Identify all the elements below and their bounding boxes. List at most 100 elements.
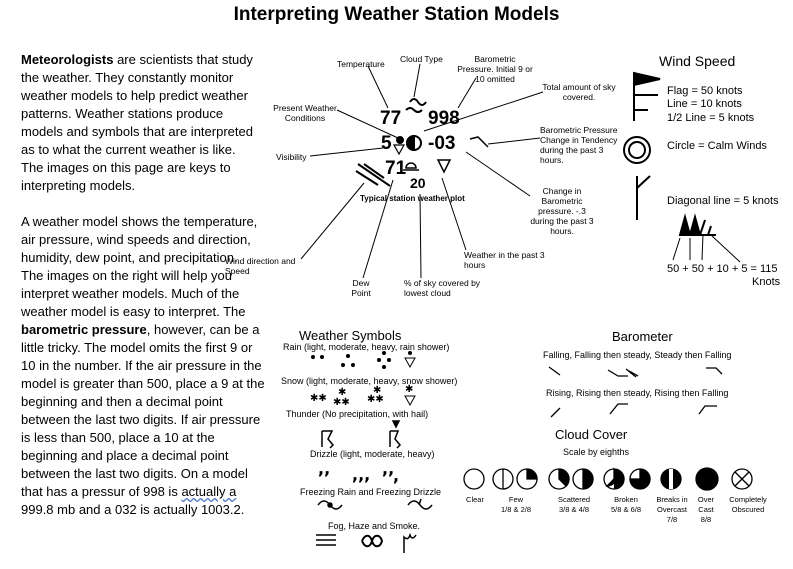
wind-barb-shaft (357, 163, 391, 187)
station-symbols (355, 98, 489, 187)
cloud-type-symbol (409, 98, 427, 106)
cloud-breaks-title: Breaks in (656, 495, 688, 504)
label-change-example: Change in Barometric pressure. -.3 durin… (530, 186, 594, 236)
cloud-obscured-sub: Obscured (731, 505, 765, 514)
cloud-breaks-sub: Overcast (656, 505, 687, 514)
pointer-wind (300, 182, 365, 260)
wind-line-label: Line = 10 knots (667, 98, 742, 110)
pointer-cloud-type (413, 63, 421, 98)
station-dewpoint: 71 (385, 158, 407, 179)
cloud-scattered-sub: 3/8 & 4/8 (558, 505, 590, 514)
label-present-weather: Present Weather Conditions (273, 103, 337, 123)
label-sky-low-cloud: % of sky covered by lowest cloud (404, 278, 481, 298)
station-tendency: -03 (428, 133, 456, 154)
cloud-overcast-title: Over (697, 495, 715, 504)
svg-text:,,: ,, (318, 459, 330, 478)
wind-flag-symbol (633, 71, 661, 87)
svg-text:✱: ✱ (338, 387, 346, 398)
past-weather-symbol (436, 159, 452, 174)
calm-circle-inner (628, 141, 646, 159)
pointer-visibility (309, 147, 384, 157)
label-dew-point: Dew Point (351, 278, 371, 298)
label-pressure-change: Barometric Pressure Change in Tendency d… (540, 125, 618, 165)
station-temperature: 77 (380, 108, 402, 129)
svg-text:,,: ,, (382, 459, 394, 478)
barometer-title: Barometer (612, 329, 673, 344)
intro-p1-tail: The images on this page are keys to inte… (21, 160, 231, 193)
rain-label: Rain (light, moderate, heavy, rain showe… (283, 342, 450, 352)
intro-p1-text: are scientists that study the weather. T… (21, 52, 253, 157)
barometer-symbols (548, 366, 723, 418)
pointer-past-weather (441, 177, 467, 251)
station-pressure: 998 (428, 108, 460, 129)
pointer-dewpoint (362, 179, 394, 279)
snow-symbols: ✱✱ ✱✱✱ ✱✱✱ ✱ (310, 384, 416, 408)
thunder-symbols (321, 420, 402, 449)
intro-p3-rest: , however, can be a little tricky. The m… (21, 322, 265, 499)
meteorologists-term: Meteorologists (21, 52, 114, 67)
label-total-sky: Total amount of sky covered. (542, 82, 616, 102)
cloud-scattered-title: Scattered (557, 495, 591, 504)
intro-paragraph-2: A weather model shows the temperature, a… (21, 214, 258, 265)
station-caption: Typical station weather plot (360, 194, 465, 203)
page-title: Interpreting Weather Station Models (233, 4, 560, 25)
pointer-change-example (465, 151, 531, 197)
label-wind-direction: Wind direction and Speed (225, 256, 296, 276)
present-weather-triangle (392, 144, 406, 156)
calm-circle-outer (623, 136, 651, 164)
intro-p3-start: The images on the right will help you in… (21, 268, 246, 319)
pointer-present-weather (336, 109, 399, 139)
cloud-clear-label: Clear (466, 495, 484, 504)
station-low-cloud: 20 (410, 175, 426, 191)
cloud-few-sub: 1/8 & 2/8 (500, 505, 532, 514)
pointer-low-cloud (419, 193, 422, 279)
svg-text:✱✱: ✱✱ (310, 393, 327, 404)
intro-paragraph-1: Meteorologists are scientists that study… (21, 51, 266, 195)
intro-text: Meteorologists are scientists that study… (21, 51, 266, 519)
freezing-label: Freezing Rain and Freezing Drizzle (300, 487, 442, 497)
fog-label: Fog, Haze and Smoke. (328, 521, 421, 531)
svg-text:,: , (393, 466, 399, 485)
label-visibility: Visibility (276, 152, 307, 162)
svg-text:,,,: ,,, (352, 465, 370, 484)
cloud-overcast-sub: Cast (698, 505, 714, 514)
present-weather-dot (396, 136, 404, 144)
drizzle-label: Drizzle (light, moderate, heavy) (310, 449, 435, 459)
station-circle-fill (406, 134, 415, 152)
cloud-obscured-title: Completely (729, 495, 767, 504)
pointer-total-sky (423, 91, 544, 132)
wind-diagonal-label: Diagonal line = 5 knots (667, 195, 779, 207)
label-temperature: Temperature (337, 59, 385, 69)
barometer-rising-label: Rising, Rising then steady, Rising then … (546, 388, 729, 398)
cloud-broken-title: Broken (614, 495, 638, 504)
label-cloud-type: Cloud Type (400, 54, 443, 64)
weather-symbols-title: Weather Symbols (299, 328, 402, 343)
cloud-breaks-sub2: 7/8 (666, 515, 678, 524)
label-weather-past: Weather in the past 3 hours (464, 250, 545, 270)
wind-barb-1 (355, 170, 379, 186)
tendency-symbol (469, 136, 489, 148)
snow-label: Snow (light, moderate, heavy, snow showe… (281, 376, 458, 386)
pointer-pressure-change (487, 137, 541, 145)
station-visibility: 5 (381, 133, 392, 154)
wind-speed-symbols (623, 71, 741, 263)
cloud-broken-sub: 5/8 & 6/8 (610, 505, 642, 514)
barometric-pressure-term: barometric pressure (21, 322, 147, 337)
wind-speed-title: Wind Speed (659, 53, 736, 69)
cloud-cover-subtitle: Scale by eighths (563, 447, 630, 457)
svg-text:✱: ✱ (405, 384, 413, 395)
svg-text:✱✱: ✱✱ (367, 394, 384, 405)
intro-paragraph-3: The images on the right will help you in… (21, 267, 266, 519)
cloud-overcast-sub2: 8/8 (700, 515, 712, 524)
wind-knots-label: Knots (752, 276, 781, 288)
freezing-symbols (317, 498, 433, 510)
barometer-falling-label: Falling, Falling then steady, Steady the… (543, 350, 732, 360)
wind-flag-label: Flag = 50 knots (667, 85, 743, 97)
cloud-clear-symbol (463, 468, 485, 490)
